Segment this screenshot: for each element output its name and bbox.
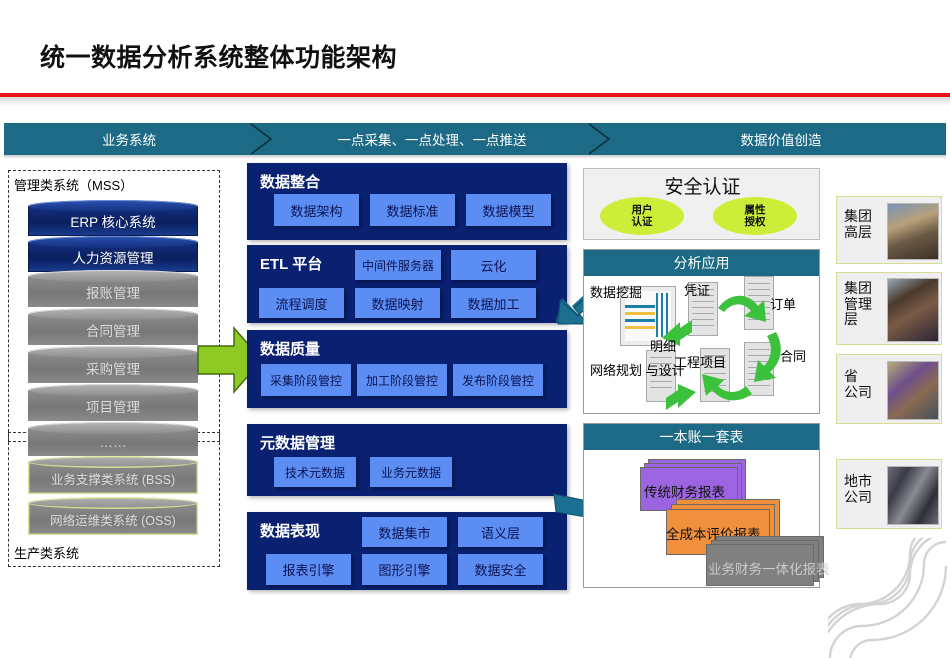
reports-title: 一本账一套表	[584, 424, 819, 450]
system-cylinder-contract[interactable]: 合同管理	[28, 308, 198, 345]
production-label: 生产类系统	[14, 546, 80, 561]
cycle-label-detail: 明细	[650, 339, 677, 354]
analysis-title: 分析应用	[584, 250, 819, 276]
cycle-label-contract: 合同	[780, 349, 807, 364]
block-metadata-management: 元数据管理 技术元数据 业务元数据	[247, 424, 567, 496]
decorative-swirl	[828, 538, 948, 658]
reports-panel: 一本账一套表 传统财务报表 全成本评价报表 业务财务一体化报表	[583, 423, 830, 588]
system-cylinder-oss[interactable]: 网络运维类系统 (OSS)	[28, 497, 198, 535]
system-label: 人力资源管理	[72, 251, 154, 266]
item-box[interactable]: 数据安全	[458, 554, 543, 585]
system-cylinder-bss[interactable]: 业务支撑类系统 (BSS)	[28, 456, 198, 494]
report-stack-integrated[interactable]: 业务财务一体化报表	[702, 536, 842, 586]
block-header: 数据表现	[260, 523, 321, 540]
item-box[interactable]: 报表引擎	[266, 554, 351, 585]
banner-chevron-1	[249, 123, 279, 155]
item-box[interactable]: 技术元数据	[274, 457, 356, 487]
item-box[interactable]: 数据集市	[362, 517, 447, 547]
item-box[interactable]: 数据标准	[370, 194, 455, 226]
cycle-label-engineering: 工程项目	[674, 355, 727, 370]
audience-card-city[interactable]: 地市 公司	[836, 459, 942, 529]
security-panel: 安全认证 用户 认证 属性 授权	[583, 168, 820, 240]
audience-photo	[887, 466, 939, 525]
banner-segment-3[interactable]: 数据价值创造	[740, 133, 822, 148]
security-title: 安全认证	[664, 177, 741, 198]
item-box[interactable]: 图形引擎	[362, 554, 447, 585]
page-title: 统一数据分析系统整体功能架构	[40, 44, 398, 72]
block-data-integration: 数据整合 数据架构 数据标准 数据模型	[247, 163, 567, 240]
audience-card-group-mgmt[interactable]: 集团 管理 层	[836, 272, 942, 345]
security-ellipse-attr-auth[interactable]: 属性 授权	[713, 197, 797, 235]
system-cylinder-ellipsis: ……	[28, 422, 198, 456]
cycle-label-network-design: 网络规划 与设计	[590, 363, 685, 378]
block-header: 数据质量	[260, 341, 321, 358]
process-banner: 业务系统 一点采集、一点处理、一点推送 数据价值创造	[4, 123, 946, 155]
cycle-label-order: 订单	[770, 297, 797, 312]
system-cylinder-erp[interactable]: ERP 核心系统	[28, 200, 198, 236]
item-box[interactable]: 流程调度	[259, 288, 344, 318]
ellipse-line-2: 认证	[631, 216, 653, 228]
audience-label: 集团 管理 层	[844, 280, 872, 328]
item-box[interactable]: 数据加工	[451, 288, 536, 318]
audience-photo	[887, 278, 939, 342]
item-box[interactable]: 数据映射	[355, 288, 440, 318]
ellipse-line-1: 属性	[744, 203, 766, 216]
system-cylinder-project[interactable]: 项目管理	[28, 384, 198, 421]
banner-segment-2[interactable]: 一点采集、一点处理、一点推送	[337, 133, 527, 148]
ellipse-line-1: 用户	[631, 203, 653, 216]
audience-photo	[887, 203, 939, 260]
cycle-arrows-icon	[662, 295, 781, 410]
system-label: 合同管理	[86, 323, 140, 339]
item-box[interactable]: 数据模型	[466, 194, 551, 226]
system-label: 报账管理	[86, 285, 140, 301]
item-box[interactable]: 数据架构	[274, 194, 359, 226]
cycle-label-voucher: 凭证	[684, 283, 711, 298]
item-box[interactable]: 采集阶段管控	[261, 364, 351, 396]
report-stack-label: 传统财务报表	[644, 485, 725, 500]
item-box[interactable]: 语义层	[458, 517, 543, 547]
banner-segment-1[interactable]: 业务系统	[102, 133, 156, 148]
system-cylinder-hr[interactable]: 人力资源管理	[28, 236, 198, 272]
system-label: ……	[99, 434, 127, 450]
item-box[interactable]: 中间件服务器	[355, 250, 441, 280]
block-data-presentation: 数据表现 数据集市 语义层 报表引擎 图形引擎 数据安全	[247, 512, 567, 590]
block-data-quality: 数据质量 采集阶段管控 加工阶段管控 发布阶段管控	[247, 330, 567, 408]
audience-card-province[interactable]: 省 公司	[836, 354, 942, 424]
report-stack-label: 业务财务一体化报表	[708, 562, 830, 577]
ellipse-line-2: 授权	[744, 216, 766, 228]
system-cylinder-procurement[interactable]: 采购管理	[28, 346, 198, 383]
system-label: 业务支撑类系统 (BSS)	[50, 472, 176, 487]
item-box[interactable]: 发布阶段管控	[453, 364, 543, 396]
title-bar: 统一数据分析系统整体功能架构	[0, 0, 950, 106]
system-cylinder-expense[interactable]: 报账管理	[28, 270, 198, 307]
block-header: ETL 平台	[260, 256, 323, 273]
system-label: ERP 核心系统	[70, 215, 156, 230]
block-header: 数据整合	[260, 174, 321, 191]
block-etl-platform: ETL 平台 中间件服务器 云化 流程调度 数据映射 数据加工	[247, 245, 567, 323]
banner-chevron-2	[587, 123, 617, 155]
title-rule-gradient	[0, 97, 950, 106]
document-icon-network-plan	[646, 350, 676, 402]
title-rule-red	[0, 93, 950, 97]
item-box[interactable]: 业务元数据	[370, 457, 452, 487]
document-icon-voucher	[688, 282, 718, 336]
audience-label: 集团 高层	[844, 208, 872, 240]
system-label: 网络运维类系统 (OSS)	[50, 513, 176, 528]
mss-label: 管理类系统（MSS）	[14, 178, 134, 193]
security-ellipse-user-auth[interactable]: 用户 认证	[600, 197, 684, 235]
audience-photo	[887, 361, 939, 420]
item-box[interactable]: 加工阶段管控	[357, 364, 447, 396]
audience-label: 地市 公司	[844, 473, 872, 505]
system-label: 项目管理	[86, 399, 140, 415]
banner-shadow	[4, 155, 946, 159]
item-box[interactable]: 云化	[451, 250, 536, 280]
audience-label: 省 公司	[844, 368, 872, 400]
analysis-panel: 分析应用	[583, 249, 820, 414]
cycle-label-mining: 数据挖掘	[590, 285, 643, 300]
audience-card-group-exec[interactable]: 集团 高层	[836, 196, 942, 264]
system-label: 采购管理	[86, 361, 140, 377]
block-header: 元数据管理	[260, 435, 336, 452]
